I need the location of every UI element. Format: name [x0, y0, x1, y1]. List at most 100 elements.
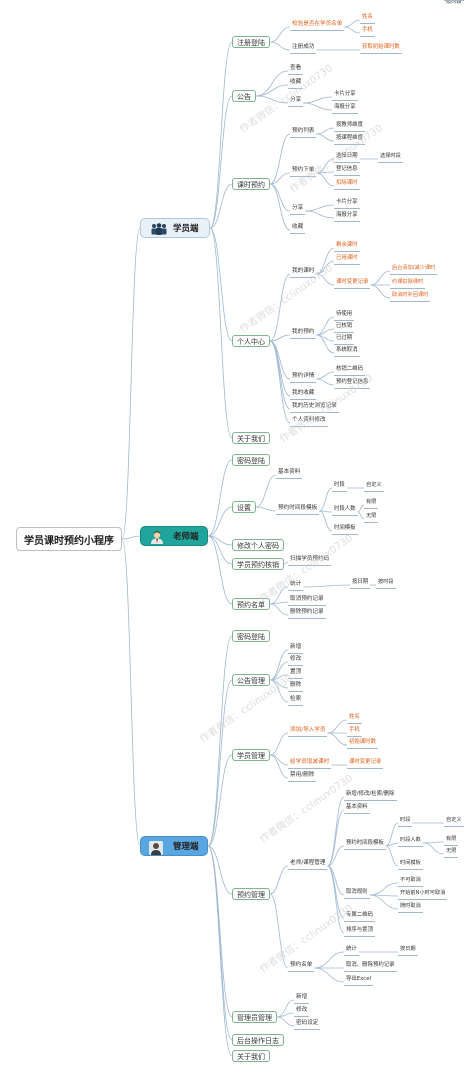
node-underline: [378, 162, 403, 163]
node-underline: [294, 1016, 310, 1017]
node-underline: [288, 565, 332, 566]
node-label: 给学员增减课时: [290, 759, 330, 765]
node-underline: [364, 508, 379, 509]
node-underline: [398, 826, 413, 827]
node-label: 收藏: [290, 79, 302, 85]
node-underline: [444, 845, 459, 846]
node-label: 预约时间段模板: [278, 505, 318, 511]
node-underline: [390, 288, 426, 289]
node-label: 已核销: [336, 323, 353, 329]
node-label: 课时变更记录: [349, 759, 382, 765]
node-label: 取消时补回课时: [392, 292, 429, 298]
node-underline: [290, 214, 306, 215]
node-underline: [344, 800, 397, 801]
node-label: 导出Excel: [346, 976, 372, 982]
node-underline: [344, 849, 386, 850]
node-label: 注册成功: [292, 44, 315, 50]
branch-teacher: 老师端: [140, 526, 208, 546]
branch-teacher-label: 老师端: [173, 532, 199, 542]
node-underline: [334, 162, 360, 163]
node-underline: [344, 971, 397, 972]
node-underline: [344, 898, 370, 899]
node-label: 不可取消: [400, 877, 421, 883]
node-label: 预约时间段模板: [346, 840, 384, 846]
node-label: 收藏: [292, 224, 304, 230]
node-label: 待使用: [336, 311, 353, 317]
node-label: 有限: [366, 499, 377, 505]
node-underline: [334, 332, 355, 333]
module-node: 公告管理: [232, 674, 270, 686]
node-underline: [288, 106, 304, 107]
node-label: 检索: [290, 696, 302, 702]
node-underline: [288, 678, 304, 679]
node-underline: [332, 515, 358, 516]
node-underline: [344, 985, 374, 986]
node-label: 分享: [290, 97, 302, 103]
node-label: 时段人数: [400, 837, 421, 843]
node-underline: [347, 736, 362, 737]
node-underline: [390, 274, 438, 275]
node-label: 扫描学员预约码: [290, 556, 330, 562]
node-underline: [290, 382, 317, 383]
node-underline: [290, 426, 328, 427]
node-label: 新增: [296, 994, 308, 1000]
node-label: 我的历史浏览记录: [292, 403, 337, 409]
node-label: 我的收藏: [292, 390, 315, 396]
node-label: 选择时段: [380, 153, 401, 159]
node-label: 自定义: [446, 817, 462, 823]
node-label: 手机: [349, 727, 360, 733]
node-label: 后台添加/减少课时: [392, 265, 436, 271]
module-node: 注册登陆: [232, 36, 270, 48]
node-underline: [398, 912, 423, 913]
node-underline: [398, 886, 423, 887]
node-underline: [347, 768, 384, 769]
node-label: 预约登记信息: [336, 379, 369, 385]
node-label: 扣除课时: [336, 180, 358, 186]
node-underline: [360, 23, 375, 24]
node-label: 姓名: [349, 714, 360, 720]
node-underline: [334, 251, 360, 252]
node-underline: [288, 736, 328, 737]
node-label: 时段: [334, 482, 345, 488]
node-underline: [390, 301, 431, 302]
node-underline: [332, 113, 358, 114]
node-underline: [334, 288, 371, 289]
node-label: 预约名单: [290, 962, 313, 968]
node-underline: [344, 936, 375, 937]
node-label: 按日期: [352, 579, 369, 585]
node-label: 课时变更记录: [336, 279, 369, 285]
module-node: 预约管理: [232, 888, 270, 900]
node-underline: [334, 131, 365, 132]
module-node: 设置: [232, 501, 256, 513]
node-label: 禁用/删除: [290, 772, 315, 778]
node-underline: [288, 869, 328, 870]
node-label: 海报分享: [336, 212, 358, 218]
node-label: 约课扣除课时: [392, 279, 424, 285]
node-label: 我的预约: [292, 329, 315, 335]
node-underline: [290, 233, 306, 234]
module-node: 个人中心: [232, 335, 270, 347]
node-underline: [444, 857, 459, 858]
node-label: 有限: [446, 836, 457, 842]
node-label: 预约详情: [292, 373, 315, 379]
node-label: 卡片分享: [336, 199, 358, 205]
node-underline: [288, 971, 315, 972]
node-underline: [334, 375, 365, 376]
node-label: 时间模板: [400, 860, 421, 866]
node-underline: [360, 53, 402, 54]
node-underline: [288, 705, 304, 706]
node-underline: [334, 264, 360, 265]
node-underline: [376, 588, 396, 589]
node-label: 统计: [346, 946, 357, 952]
admin-icon: [149, 841, 163, 858]
node-underline: [332, 534, 358, 535]
node-label: 时段: [400, 817, 411, 823]
node-label: 已过期: [336, 335, 353, 341]
module-node: 课时预约: [232, 178, 270, 190]
node-label: 时间模板: [334, 525, 356, 531]
node-label: 按日期: [400, 946, 416, 952]
node-label: 删除: [290, 682, 302, 688]
node-label: 获取初始课时数: [362, 44, 400, 50]
module-node: 关于我们: [232, 1050, 270, 1062]
node-label: 随时取消: [400, 903, 421, 909]
